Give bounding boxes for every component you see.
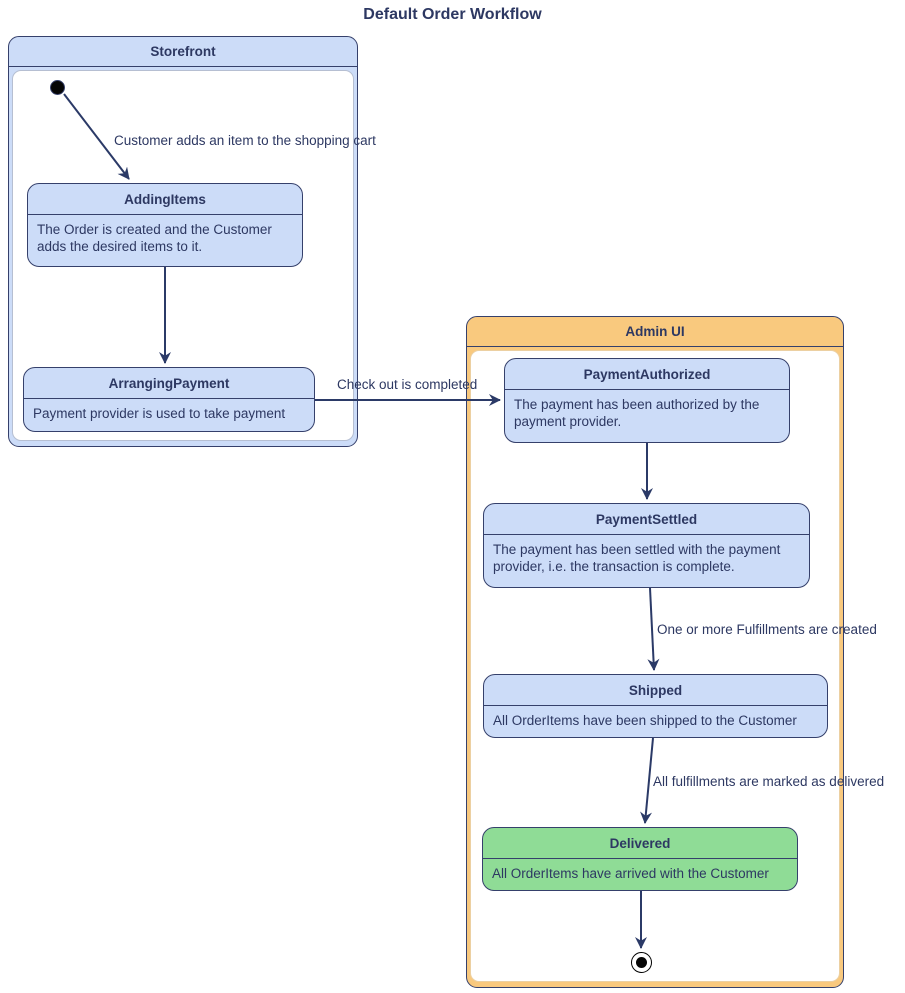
diagram-title: Default Order Workflow xyxy=(363,6,542,23)
transition-label-fulfillments-created: One or more Fulfillments are created xyxy=(657,622,877,637)
state-delivered-title: Delivered xyxy=(483,828,797,859)
state-payment-settled-title: PaymentSettled xyxy=(484,504,809,535)
state-payment-authorized-title: PaymentAuthorized xyxy=(505,359,789,390)
state-arranging-payment-description: Payment provider is used to take payment xyxy=(33,406,286,421)
state-adding-items: AddingItems The Order is created and the… xyxy=(27,183,303,267)
container-admin-ui-title: Admin UI xyxy=(467,317,843,347)
state-payment-authorized: PaymentAuthorized The payment has been a… xyxy=(504,358,790,443)
state-adding-items-title: AddingItems xyxy=(28,184,302,215)
transition-label-marked-delivered: All fulfillments are marked as delivered xyxy=(653,774,885,789)
initial-state-dot xyxy=(50,80,65,95)
state-delivered: Delivered All OrderItems have arrived wi… xyxy=(482,827,798,891)
state-arranging-payment-title: ArrangingPayment xyxy=(24,368,314,399)
state-payment-settled-description: The payment has been settled with the pa… xyxy=(493,542,781,574)
state-delivered-description: All OrderItems have arrived with the Cus… xyxy=(492,866,769,881)
container-storefront-title: Storefront xyxy=(9,37,357,67)
state-payment-authorized-description: The payment has been authorized by the p… xyxy=(514,397,760,429)
state-shipped: Shipped All OrderItems have been shipped… xyxy=(483,674,828,738)
final-state-circle xyxy=(631,952,652,973)
state-adding-items-description: The Order is created and the Customer ad… xyxy=(37,222,272,254)
state-shipped-description: All OrderItems have been shipped to the … xyxy=(493,713,797,728)
final-state-inner-dot xyxy=(636,957,647,968)
state-payment-settled: PaymentSettled The payment has been sett… xyxy=(483,503,810,588)
transition-label-add-item: Customer adds an item to the shopping ca… xyxy=(114,133,376,148)
state-arranging-payment: ArrangingPayment Payment provider is use… xyxy=(23,367,315,432)
state-shipped-title: Shipped xyxy=(484,675,827,706)
transition-label-checkout-completed: Check out is completed xyxy=(337,377,478,392)
